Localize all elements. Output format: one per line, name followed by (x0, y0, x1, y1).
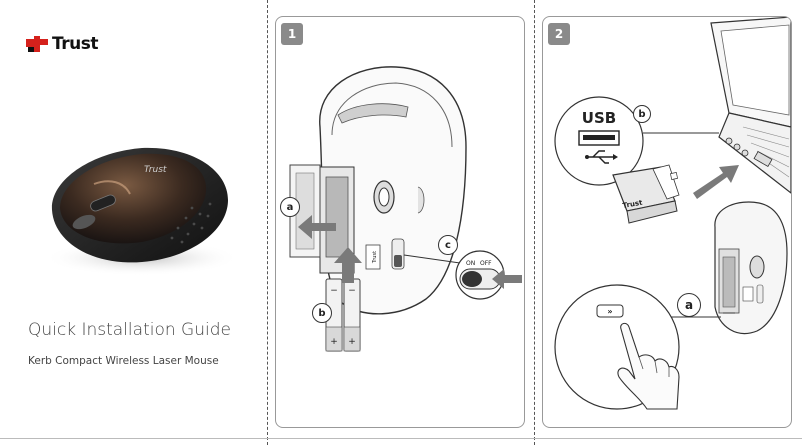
receiver-logo: Trust (622, 199, 644, 210)
step1-callout-b: b (312, 303, 332, 323)
mouse-product-image: Trust (44, 147, 238, 276)
cover-panel: Trust Trust (0, 0, 266, 440)
usb-connection-diagram: USB Trust » (554, 17, 791, 410)
fold-line-right (534, 0, 535, 445)
step2-callout-b: b (633, 105, 651, 123)
trust-logo-icon (26, 36, 48, 52)
switch-label-off: OFF (480, 260, 492, 267)
bottom-logo: Trust (372, 251, 378, 264)
step2-callout-a: a (677, 293, 701, 317)
step1-callout-c: c (438, 235, 458, 255)
mouse-underside-diagram: + + − − Trust ON OFF (289, 66, 522, 352)
battery-1-minus: − (330, 286, 338, 296)
step-2-panel: 2 USB Trust (542, 16, 792, 428)
trim-line (0, 438, 802, 439)
switch-label-on: ON (466, 260, 475, 267)
guide-title: Quick Installation Guide (28, 320, 231, 340)
battery-2-plus: + (348, 337, 356, 347)
fold-line-left (267, 0, 268, 445)
mouse-logo-text: Trust (144, 165, 167, 175)
step1-callout-a: a (280, 197, 300, 217)
battery-2-minus: − (348, 286, 356, 296)
step-1-badge: 1 (281, 23, 303, 45)
brand-name: Trust (52, 34, 98, 54)
connect-button-glyph: » (607, 307, 612, 316)
usb-port-label: USB (582, 109, 616, 127)
step-2-badge: 2 (548, 23, 570, 45)
step-1-panel: 1 + + − − Trust (275, 16, 525, 428)
battery-1-plus: + (330, 337, 338, 347)
guide-subtitle: Kerb Compact Wireless Laser Mouse (28, 355, 219, 367)
brand-logo: Trust (26, 34, 98, 54)
